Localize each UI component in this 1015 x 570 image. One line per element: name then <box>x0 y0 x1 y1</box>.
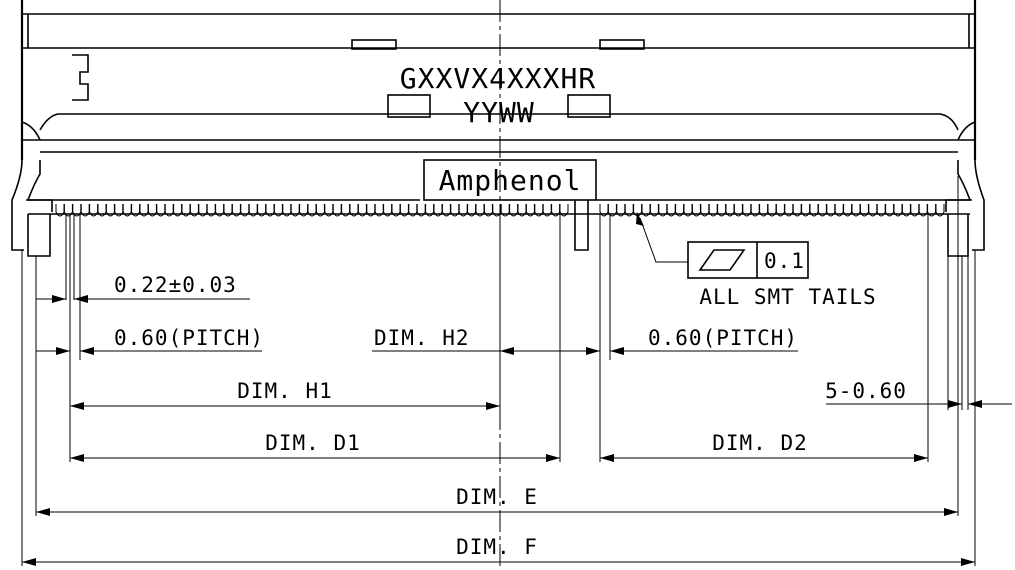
dim-e-label: DIM. E <box>456 485 538 509</box>
tail-width-label: 0.22±0.03 <box>114 273 237 297</box>
flatness-icon <box>698 249 746 271</box>
extension-lines <box>21 176 976 566</box>
smt-tails-note: ALL SMT TAILS <box>699 285 876 309</box>
dim-h1-label: DIM. H1 <box>237 379 333 403</box>
pitch-left-label: 0.60(PITCH) <box>114 326 264 350</box>
brand-name: Amphenol <box>439 164 582 197</box>
part-marking: GXXVX4XXXHR YYWW Amphenol <box>387 62 611 197</box>
dim-f-label: DIM. F <box>456 535 538 559</box>
part-number: GXXVX4XXXHR <box>400 62 596 95</box>
dim-h2-label: DIM. H2 <box>374 326 470 350</box>
flatness-tolerance: 0.1 <box>764 249 805 273</box>
pitch-right-label: 0.60(PITCH) <box>648 326 798 350</box>
dim-d2-label: DIM. D2 <box>712 431 808 455</box>
date-code: YYWW <box>463 96 534 129</box>
connector-housing <box>11 0 985 570</box>
dimension-lines: 0.22±0.03 0.60(PITCH) DIM. H2 0.60(PITCH… <box>22 273 1012 566</box>
dim-d1-label: DIM. D1 <box>265 431 361 455</box>
offset-label: 5-0.60 <box>825 379 907 403</box>
flatness-callout: 0.1 ALL SMT TAILS <box>636 212 876 309</box>
